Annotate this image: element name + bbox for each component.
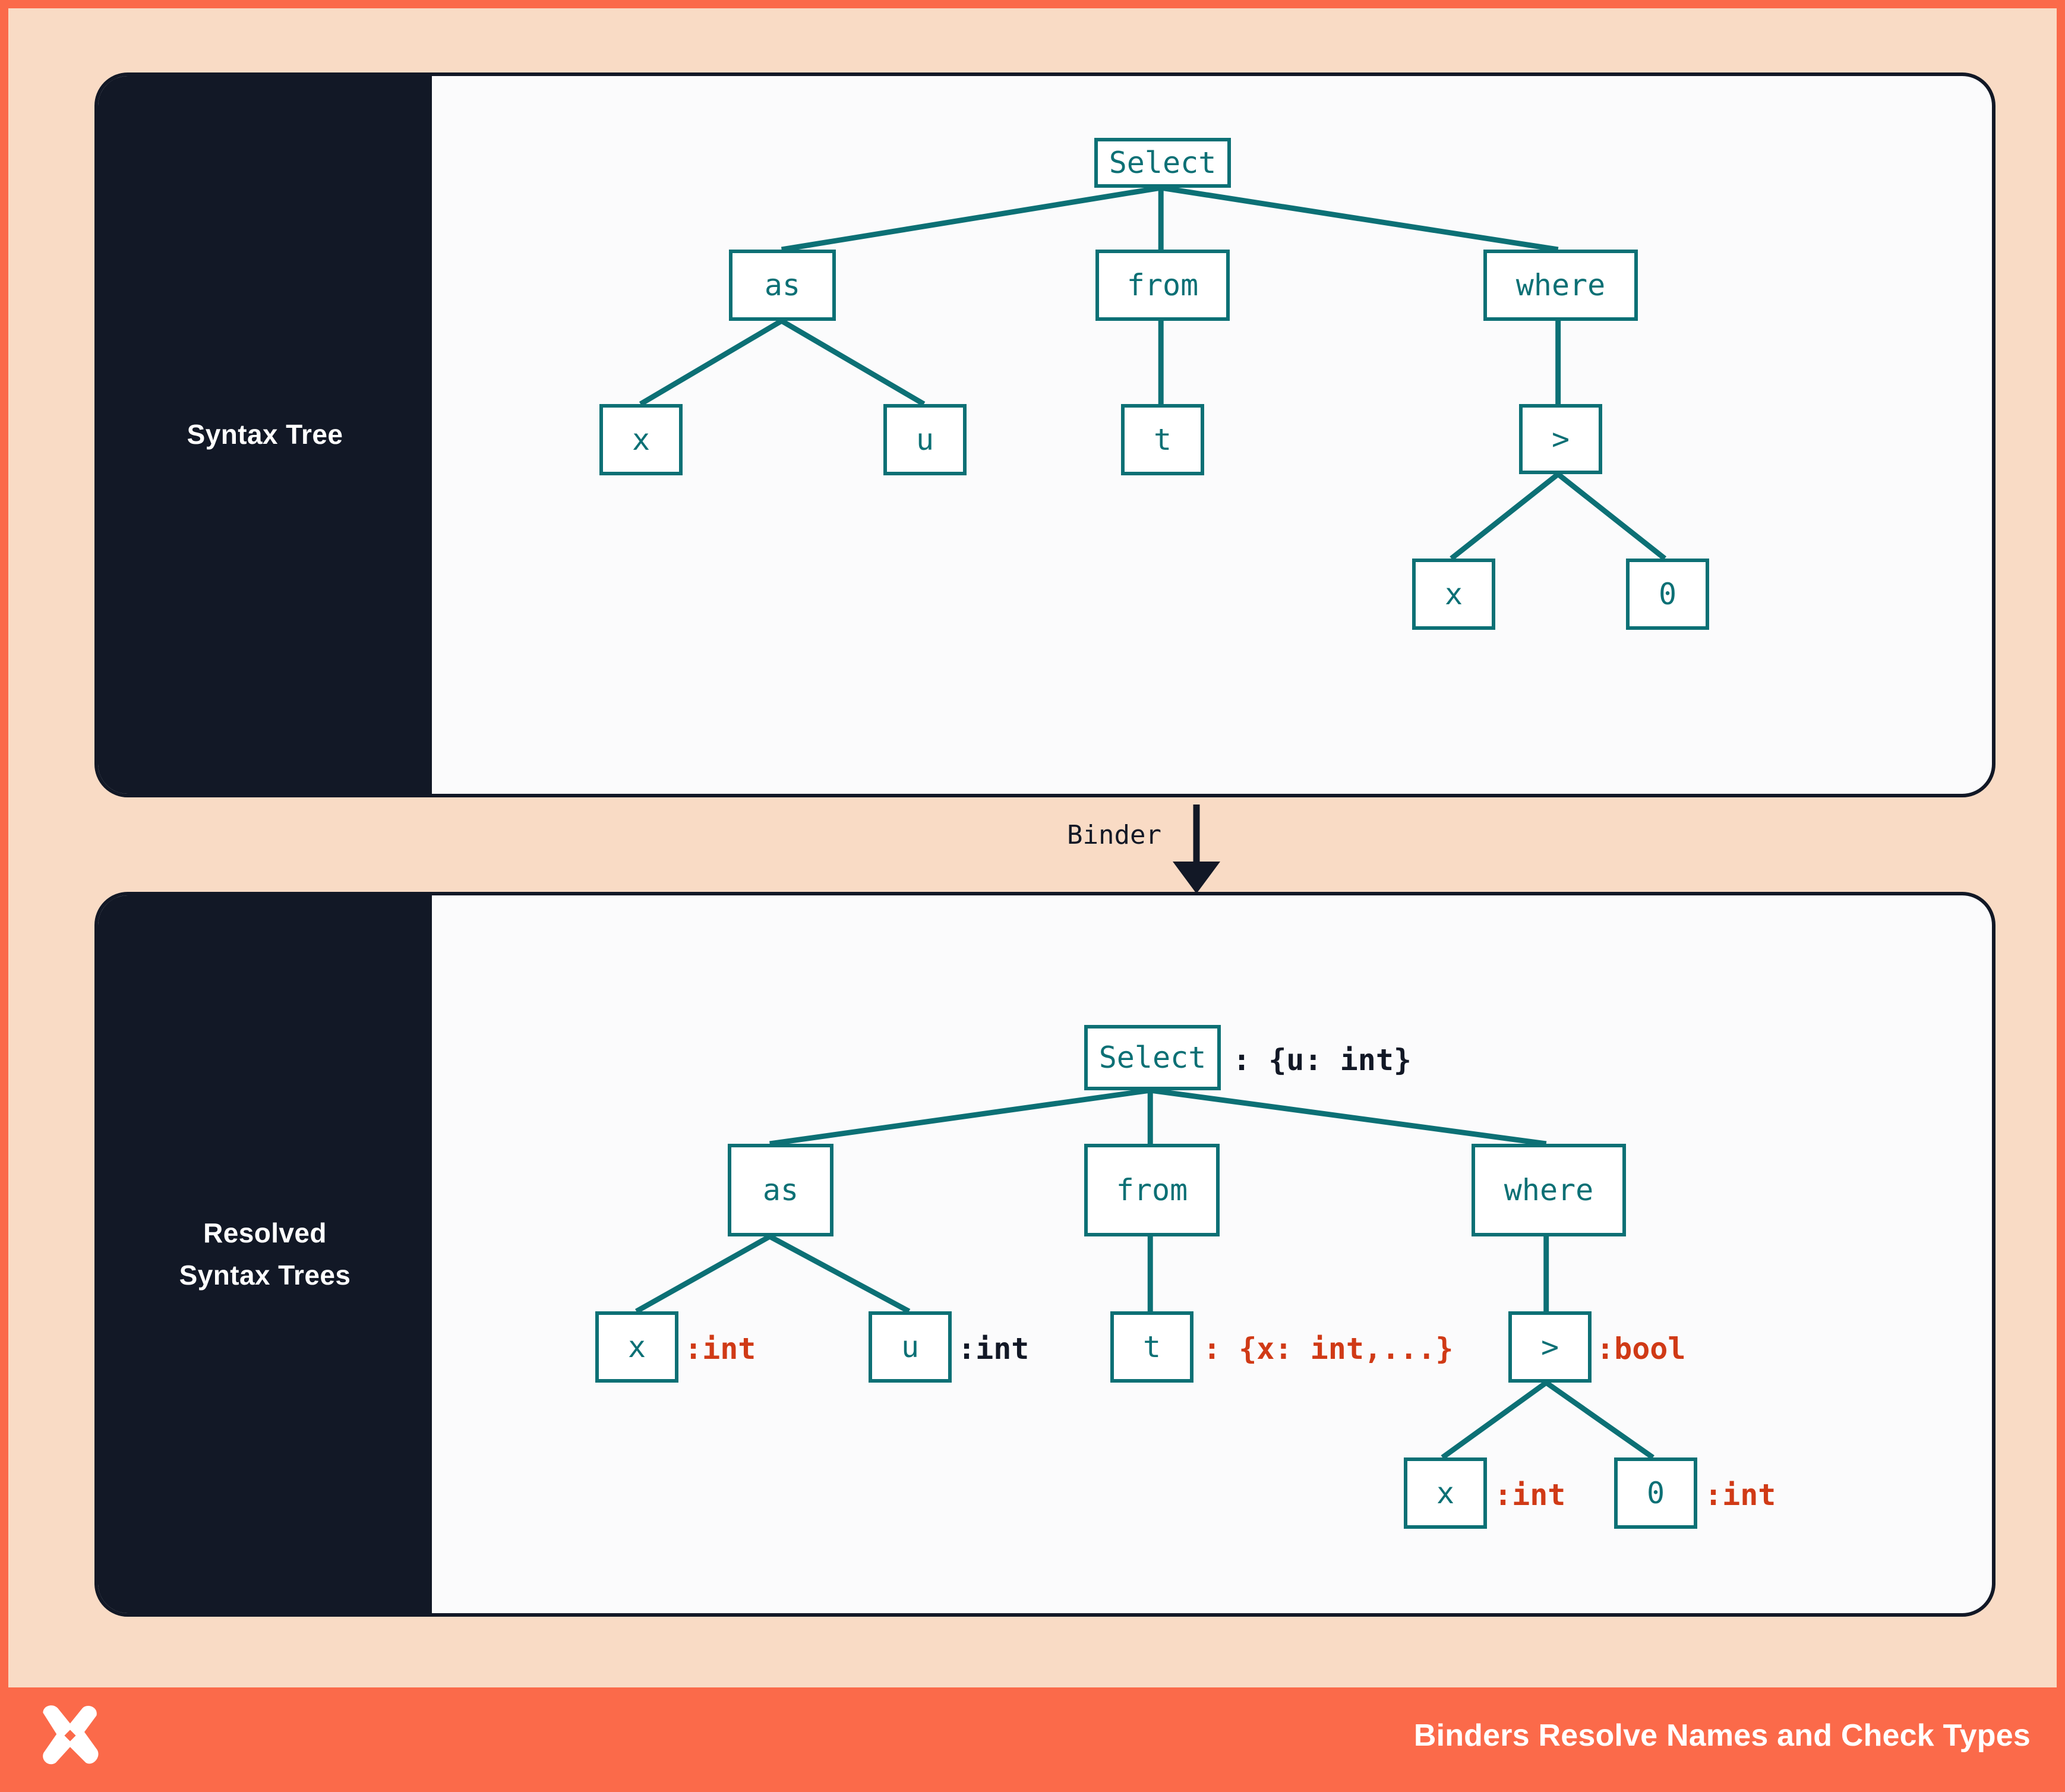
node-label: x [1436, 1476, 1455, 1510]
node-greater-than[interactable]: > [1519, 404, 1602, 474]
binder-connector [8, 804, 2057, 894]
node-label: x [627, 1330, 646, 1364]
footer-title: Binders Resolve Names and Check Types [1413, 1718, 2031, 1753]
binder-label: Binder [1067, 820, 1161, 850]
canvas-resolved-syntax-trees: Select : {u: int} as from where x :int u… [432, 895, 1992, 1613]
node-label: from [1126, 268, 1199, 302]
node-gt-zero[interactable]: 0 [1626, 559, 1709, 630]
sidebar-resolved-line-2: Syntax Trees [179, 1260, 351, 1291]
annotation-r-greater-than: :bool [1596, 1332, 1686, 1366]
binder-arrow-icon [1173, 804, 1220, 894]
sidebar-syntax-tree-label: Syntax Tree [187, 419, 343, 450]
node-label: t [1142, 1330, 1161, 1364]
node-r-as[interactable]: as [728, 1144, 833, 1236]
node-label: Select [1098, 1040, 1207, 1075]
node-r-as-u[interactable]: u [869, 1311, 952, 1383]
node-label: Select [1109, 146, 1217, 180]
annotation-r-as-x: :int [684, 1332, 756, 1366]
annotation-r-gt-x: :int [1494, 1478, 1566, 1512]
node-label: x [1444, 577, 1463, 611]
resolved-tree-edges [635, 1087, 1654, 1460]
node-r-from-t[interactable]: t [1110, 1311, 1193, 1383]
node-r-from[interactable]: from [1084, 1144, 1220, 1236]
node-from-t[interactable]: t [1121, 404, 1204, 475]
node-from[interactable]: from [1095, 250, 1230, 321]
panel-resolved-syntax-trees: Resolved Syntax Trees [94, 892, 1995, 1617]
node-label: where [1504, 1173, 1594, 1207]
node-select[interactable]: Select [1094, 138, 1231, 188]
node-as-x[interactable]: x [599, 404, 683, 475]
node-label: u [915, 422, 934, 457]
node-r-gt-zero[interactable]: 0 [1614, 1457, 1697, 1529]
node-where[interactable]: where [1483, 250, 1638, 321]
node-label: 0 [1646, 1476, 1665, 1510]
node-label: from [1116, 1173, 1188, 1207]
canvas-syntax-tree: Select as from where x u t > [432, 76, 1992, 794]
annotation-r-from-t: : {x: int,...} [1203, 1332, 1454, 1366]
annotation-r-select: : {u: int} [1233, 1043, 1412, 1077]
sidebar-resolved-line-1: Resolved [203, 1217, 327, 1248]
node-label: 0 [1658, 577, 1677, 611]
node-label: > [1540, 1330, 1559, 1364]
sidebar-resolved-label: Resolved Syntax Trees [179, 1212, 351, 1297]
node-label: as [764, 268, 801, 302]
node-label: x [632, 422, 651, 457]
annotation-r-gt-zero: :int [1704, 1478, 1776, 1512]
node-as-u[interactable]: u [883, 404, 967, 475]
node-r-greater-than[interactable]: > [1508, 1311, 1592, 1383]
annotation-r-as-u: :int [958, 1332, 1030, 1366]
panel-syntax-tree: Syntax Tree [94, 72, 1995, 797]
node-r-select[interactable]: Select [1084, 1025, 1221, 1090]
footer-bar: Binders Resolve Names and Check Types [8, 1687, 2057, 1784]
node-r-gt-x[interactable]: x [1404, 1457, 1487, 1529]
node-label: where [1515, 268, 1606, 302]
node-r-where[interactable]: where [1472, 1144, 1626, 1236]
x-mark-logo-icon [43, 1705, 99, 1765]
sidebar-syntax-tree: Syntax Tree [98, 76, 432, 794]
node-as[interactable]: as [729, 250, 836, 321]
syntax-tree-edges [639, 185, 1667, 561]
node-label: > [1551, 422, 1570, 456]
node-label: t [1153, 422, 1172, 457]
node-gt-x[interactable]: x [1412, 559, 1495, 630]
node-r-as-x[interactable]: x [595, 1311, 678, 1383]
node-label: as [762, 1173, 799, 1207]
sidebar-resolved-syntax-trees: Resolved Syntax Trees [98, 895, 432, 1613]
node-label: u [901, 1330, 920, 1364]
